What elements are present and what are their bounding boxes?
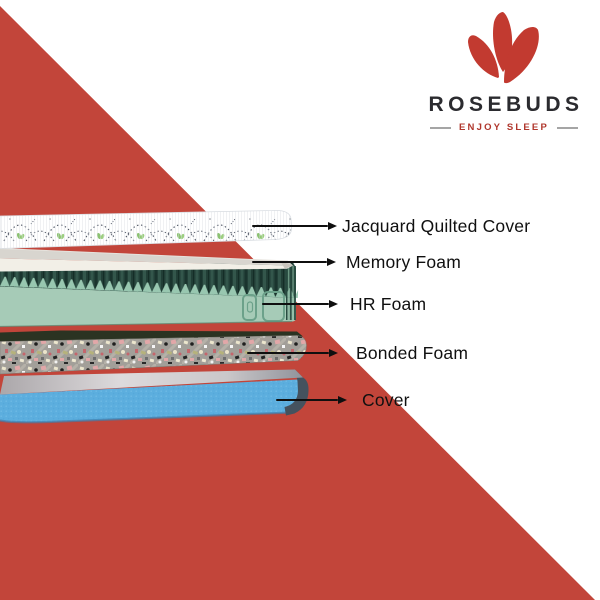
mattress-layer-hr-foam: [0, 262, 299, 328]
mattress-layer-bonded-foam: [0, 330, 307, 375]
callout-jacquard-quilted-cover: Jacquard Quilted Cover: [252, 214, 530, 238]
callout-hr-foam: HR Foam: [262, 292, 426, 316]
layer-label: Jacquard Quilted Cover: [342, 216, 531, 236]
arrow-connector-icon: [276, 398, 338, 402]
mattress-layer-quilted-cover: [0, 210, 292, 249]
rosebud-flower-icon: [468, 12, 539, 84]
arrow-connector-icon: [252, 224, 328, 228]
arrow-connector-icon: [247, 351, 329, 355]
mattress-layer-memory-foam: [0, 248, 293, 272]
callout-cover: Cover: [276, 388, 410, 412]
layer-label: Memory Foam: [346, 252, 461, 272]
callout-memory-foam: Memory Foam: [252, 250, 461, 274]
arrow-connector-icon: [252, 260, 327, 264]
tagline-text: ENJOY SLEEP: [458, 122, 550, 133]
layer-label: Bonded Foam: [356, 343, 469, 363]
brand-name: ROSEBUDS: [428, 93, 584, 116]
layer-label: HR Foam: [350, 294, 427, 314]
arrow-connector-icon: [262, 302, 329, 306]
mattress-layer-cover: [0, 369, 309, 424]
brand-logo: ROSEBUDS ENJOY SLEEP: [412, 8, 596, 133]
tagline-right-dash: [557, 126, 579, 129]
callout-bonded-foam: Bonded Foam: [247, 341, 468, 365]
layer-label: Cover: [362, 390, 410, 410]
brand-tagline: ENJOY SLEEP: [412, 122, 596, 133]
tagline-left-dash: [429, 126, 451, 129]
